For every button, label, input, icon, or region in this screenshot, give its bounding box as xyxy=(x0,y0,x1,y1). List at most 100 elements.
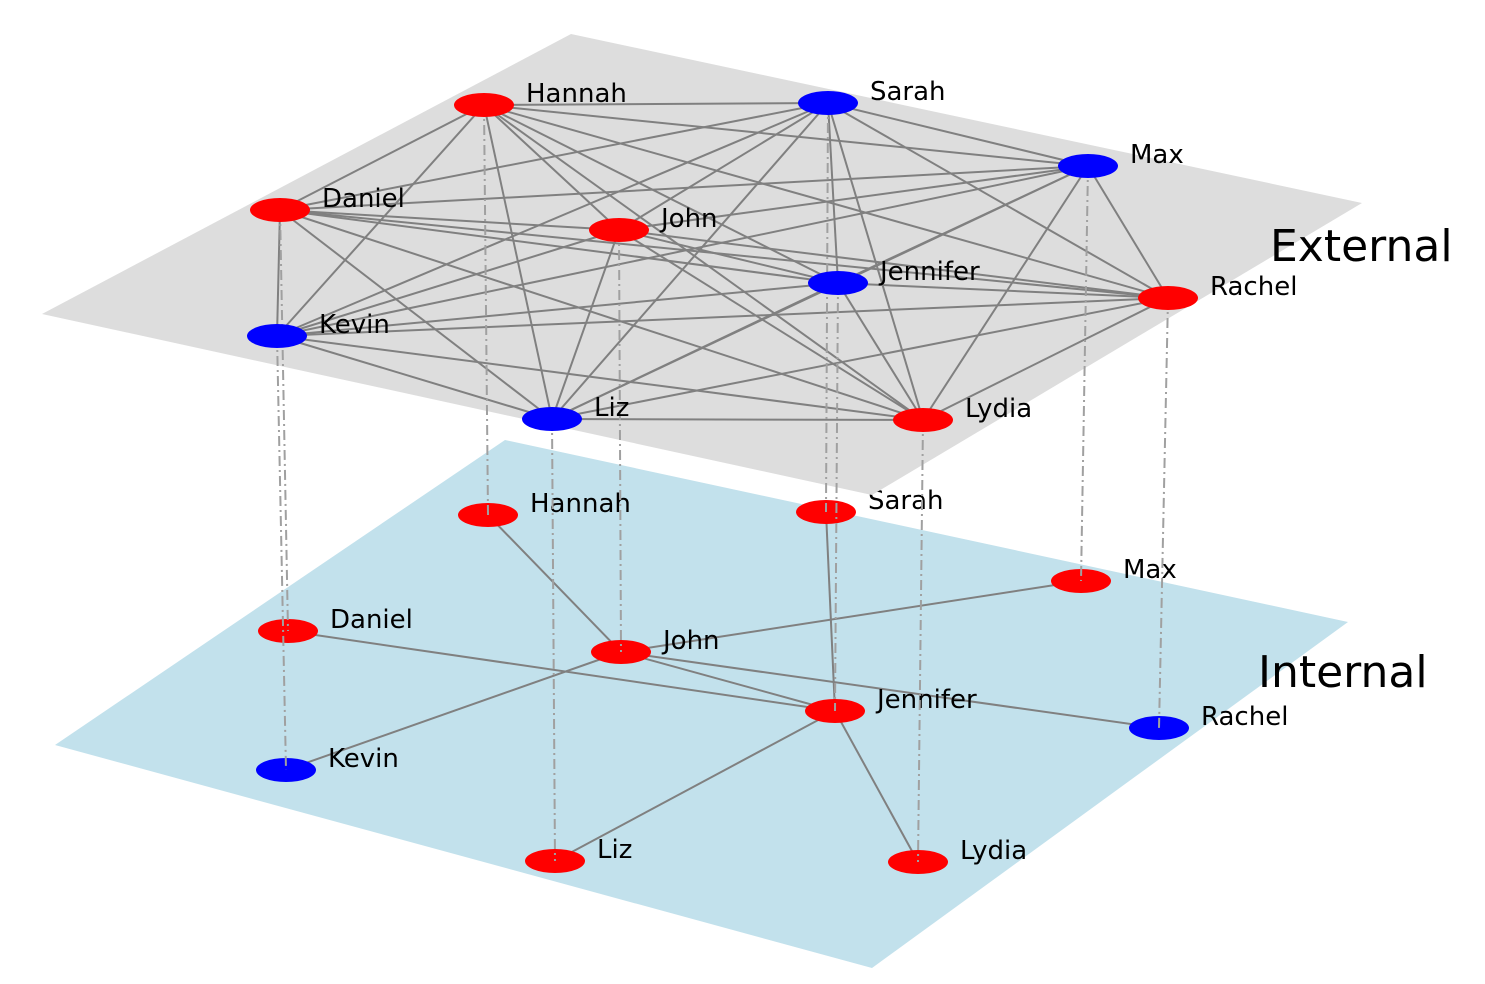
internal-node-label-daniel: Daniel xyxy=(330,605,413,635)
external-node-liz[interactable]: Liz xyxy=(522,393,629,431)
internal-edge-jennifer-lydia xyxy=(834,710,919,863)
interlayer-link-jennifer xyxy=(834,282,839,712)
internal-node-max[interactable]: Max xyxy=(1051,555,1177,593)
external-edge-jennifer-lydia xyxy=(837,282,924,421)
external-edge-sarah-john xyxy=(618,102,829,231)
external-node-label-kevin: Kevin xyxy=(319,310,390,340)
external-edge-john-jennifer xyxy=(618,229,839,284)
external-edge-max-daniel xyxy=(279,165,1089,211)
external-edge-hannah-daniel xyxy=(279,104,485,211)
external-edge-jennifer-rachel xyxy=(837,282,1169,299)
external-node-rachel[interactable]: Rachel xyxy=(1138,272,1297,310)
internal-edge-john-rachel xyxy=(620,651,1160,729)
internal-node-marker-hannah[interactable] xyxy=(458,503,518,527)
interlayer-link-hannah xyxy=(483,104,489,516)
external-node-john[interactable]: John xyxy=(589,204,718,242)
external-node-marker-sarah[interactable] xyxy=(798,91,858,115)
internal-node-label-rachel: Rachel xyxy=(1201,702,1288,732)
external-layer-title: External xyxy=(1270,221,1453,272)
external-node-marker-daniel[interactable] xyxy=(250,198,310,222)
interlayer-link-kevin xyxy=(276,335,287,771)
external-edge-max-rachel xyxy=(1087,165,1169,299)
external-edge-daniel-jennifer xyxy=(279,209,839,284)
internal-node-label-liz: Liz xyxy=(597,835,632,865)
external-node-kevin[interactable]: Kevin xyxy=(247,310,390,348)
external-edge-hannah-lydia xyxy=(483,104,924,421)
external-edge-sarah-jennifer xyxy=(827,102,839,284)
external-node-marker-liz[interactable] xyxy=(522,407,582,431)
external-node-hannah[interactable]: Hannah xyxy=(454,79,627,117)
external-node-max[interactable]: Max xyxy=(1058,140,1184,178)
external-edge-hannah-jennifer xyxy=(483,104,839,284)
external-edge-hannah-john xyxy=(483,104,620,231)
external-edge-sarah-max xyxy=(827,102,1089,167)
internal-layer-title: Internal xyxy=(1258,647,1428,698)
internal-node-hannah[interactable]: Hannah xyxy=(458,489,631,527)
interlayer-link-liz xyxy=(551,418,556,862)
interlayer-link-sarah xyxy=(825,102,829,513)
internal-edge-daniel-jennifer xyxy=(287,630,836,712)
external-edge-daniel-rachel xyxy=(279,209,1169,299)
external-node-daniel[interactable]: Daniel xyxy=(250,184,405,222)
interlayer-link-rachel xyxy=(1158,297,1169,729)
internal-edge-john-jennifer xyxy=(620,651,836,712)
internal-node-label-sarah: Sarah xyxy=(868,486,944,516)
external-edge-rachel-lydia xyxy=(922,297,1169,421)
external-edge-rachel-liz xyxy=(551,297,1169,420)
external-node-marker-jennifer[interactable] xyxy=(808,271,868,295)
external-edge-john-lydia xyxy=(618,229,924,421)
internal-node-marker-rachel[interactable] xyxy=(1129,716,1189,740)
internal-edges xyxy=(285,511,1160,863)
external-edge-liz-lydia xyxy=(551,418,924,421)
internal-node-label-hannah: Hannah xyxy=(530,489,631,519)
external-node-label-sarah: Sarah xyxy=(870,77,946,107)
external-edge-hannah-sarah xyxy=(483,102,829,106)
external-edge-kevin-lydia xyxy=(276,335,924,421)
external-node-marker-kevin[interactable] xyxy=(247,324,307,348)
internal-node-john[interactable]: John xyxy=(591,626,720,664)
external-node-marker-hannah[interactable] xyxy=(454,93,514,117)
external-node-label-lydia: Lydia xyxy=(965,394,1032,424)
external-edges xyxy=(276,102,1169,421)
internal-node-kevin[interactable]: Kevin xyxy=(256,744,399,782)
external-edge-daniel-lydia xyxy=(279,209,924,421)
internal-edge-sarah-jennifer xyxy=(825,511,836,712)
external-node-label-jennifer: Jennifer xyxy=(878,257,980,287)
external-node-label-daniel: Daniel xyxy=(322,184,405,214)
external-edge-hannah-max xyxy=(483,104,1089,167)
external-edge-sarah-daniel xyxy=(279,102,829,211)
external-node-label-max: Max xyxy=(1130,140,1184,170)
internal-node-label-kevin: Kevin xyxy=(328,744,399,774)
external-node-jennifer[interactable]: Jennifer xyxy=(808,257,980,295)
external-edge-john-liz xyxy=(551,229,620,420)
external-edge-jennifer-kevin xyxy=(276,282,839,337)
external-node-marker-lydia[interactable] xyxy=(893,408,953,432)
internal-node-label-lydia: Lydia xyxy=(960,836,1027,866)
external-edge-daniel-liz xyxy=(279,209,553,420)
internal-edge-jennifer-liz xyxy=(554,710,836,862)
external-edge-john-rachel xyxy=(618,229,1169,299)
external-node-lydia[interactable]: Lydia xyxy=(893,394,1032,432)
internal-node-label-john: John xyxy=(661,626,720,656)
external-node-marker-max[interactable] xyxy=(1058,154,1118,178)
external-edge-john-kevin xyxy=(276,229,620,337)
internal-edge-hannah-john xyxy=(487,514,622,653)
external-node-sarah[interactable]: Sarah xyxy=(798,77,946,115)
external-edge-daniel-john xyxy=(279,209,620,231)
external-node-label-hannah: Hannah xyxy=(526,79,627,109)
external-edge-max-kevin xyxy=(276,165,1089,337)
external-edge-kevin-liz xyxy=(276,335,553,420)
external-node-marker-rachel[interactable] xyxy=(1138,286,1198,310)
external-node-marker-john[interactable] xyxy=(589,218,649,242)
external-node-label-rachel: Rachel xyxy=(1210,272,1297,302)
internal-node-rachel[interactable]: Rachel xyxy=(1129,702,1288,740)
internal-layer-plane xyxy=(55,440,1348,968)
internal-node-label-max: Max xyxy=(1123,555,1177,585)
external-edge-sarah-kevin xyxy=(276,102,829,337)
external-edge-max-john xyxy=(618,165,1089,231)
external-edge-sarah-rachel xyxy=(827,102,1169,299)
internal-node-sarah[interactable]: Sarah xyxy=(796,486,944,524)
internal-node-marker-sarah[interactable] xyxy=(796,500,856,524)
